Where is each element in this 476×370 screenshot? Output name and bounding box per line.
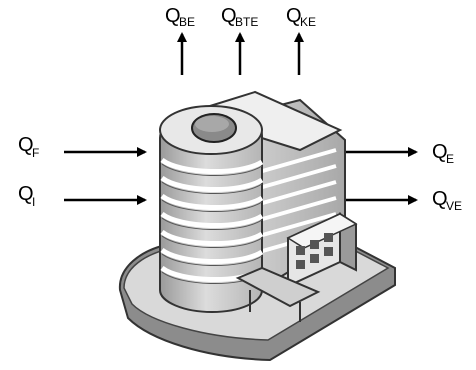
label-q-i: Q I xyxy=(18,183,35,209)
entrance-canopy xyxy=(235,266,321,308)
building-icon xyxy=(118,90,396,362)
label-q-e: Q E xyxy=(432,141,454,166)
label-q-e-sub: E xyxy=(446,152,454,166)
label-q-ve-sub: VE xyxy=(446,199,462,213)
label-q-bte: Q BTE xyxy=(221,5,258,29)
label-q-ve-main: Q xyxy=(432,188,448,210)
label-q-bte-main: Q xyxy=(221,5,237,27)
label-q-bte-sub: BTE xyxy=(235,15,258,29)
label-q-ve: Q VE xyxy=(432,188,462,213)
label-q-be-sub: BE xyxy=(179,15,195,29)
label-q-i-sub: I xyxy=(32,195,35,209)
label-q-ke-sub: KE xyxy=(300,15,316,29)
label-q-ke: Q KE xyxy=(286,5,316,29)
label-q-i-main: Q xyxy=(18,183,34,205)
label-q-f-sub: F xyxy=(32,146,39,160)
label-q-f-main: Q xyxy=(18,134,34,156)
label-q-f: Q F xyxy=(18,134,39,160)
label-q-e-main: Q xyxy=(432,141,448,163)
label-q-be-main: Q xyxy=(165,5,181,27)
annex-top xyxy=(286,213,358,249)
annex-windows xyxy=(296,233,333,269)
tower-drum-bands xyxy=(160,157,264,283)
label-q-be: Q BE xyxy=(165,5,195,29)
label-q-ke-main: Q xyxy=(286,5,302,27)
